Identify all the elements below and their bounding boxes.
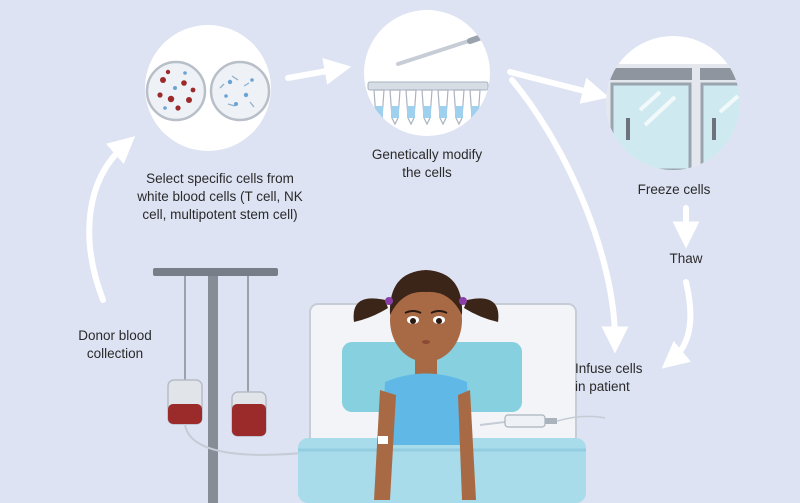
label-genetically-modify: Genetically modify the cells <box>371 147 483 180</box>
label-freeze-cells: Freeze cells <box>637 182 711 197</box>
label-infuse-cells: Infuse cells in patient <box>575 361 643 394</box>
patient-arm-right <box>458 390 476 500</box>
hair-tie-right <box>459 297 467 305</box>
petri-dish-illustration <box>145 25 271 151</box>
patient-hair <box>389 270 463 315</box>
patient-gown <box>382 373 470 445</box>
arrow-modify-to-infuse <box>509 77 629 354</box>
freezer-door-left <box>610 82 692 170</box>
tube-rack-illustration <box>364 10 490 136</box>
label-thaw: Thaw <box>669 251 703 266</box>
petri-dish-right <box>209 60 271 122</box>
arrow-select-to-modify <box>285 58 352 85</box>
blanket <box>298 438 586 503</box>
patient <box>353 270 499 500</box>
arrow-thaw-to-infuse <box>661 279 694 369</box>
tube-row <box>367 81 489 126</box>
patient-head <box>390 278 462 362</box>
blood-bag-left <box>167 379 203 425</box>
infusion-syringe <box>479 414 606 428</box>
petri-dish-left <box>145 60 207 122</box>
label-select-cells: Select specific cells from white blood c… <box>137 171 303 222</box>
freezer-illustration <box>606 36 740 170</box>
hair-tie-left <box>385 297 393 305</box>
label-donor-blood-collection: Donor blood collection <box>78 328 152 361</box>
blood-bag-right <box>231 391 267 437</box>
iv-stand <box>153 268 278 503</box>
arrow-modify-to-freeze <box>507 69 610 104</box>
freezer-door-right <box>700 82 740 170</box>
arrow-donor-to-select <box>86 136 136 303</box>
flow-arrows <box>86 58 700 369</box>
patient-arm-left <box>374 390 396 500</box>
